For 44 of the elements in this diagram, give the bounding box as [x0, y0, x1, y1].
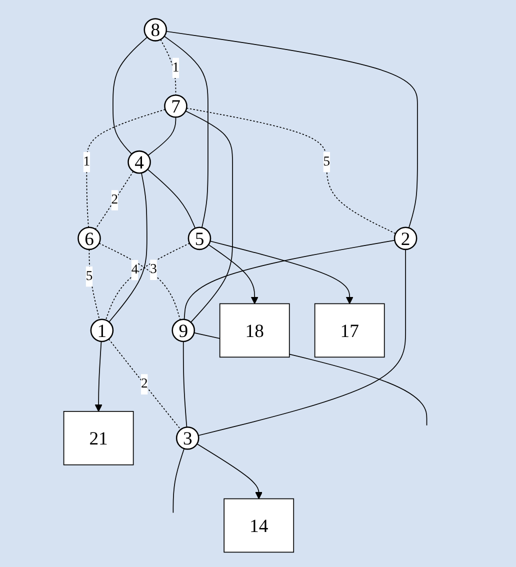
connector [198, 248, 406, 436]
connector [105, 242, 190, 320]
connector [182, 340, 188, 428]
connector [172, 448, 185, 513]
edge-label: 5 [323, 154, 330, 168]
node-box: 21 [63, 410, 134, 465]
connector [98, 242, 181, 320]
connector [164, 35, 208, 228]
edge-label: 5 [86, 268, 93, 283]
node-circle: 6 [78, 226, 101, 250]
edge-label: 2 [140, 376, 148, 391]
node-box: 18 [219, 302, 290, 358]
arrow [208, 244, 258, 304]
edge-label: 1 [83, 154, 90, 168]
connector [108, 172, 148, 322]
arrow [94, 340, 102, 412]
node-circle: 9 [172, 318, 196, 342]
connector [184, 239, 396, 320]
edge-label: 1 [172, 60, 180, 74]
connector [112, 36, 148, 154]
node-box: 17 [314, 302, 385, 358]
connector [108, 338, 182, 430]
connector [186, 107, 396, 234]
connector [185, 110, 233, 322]
node-circle: 8 [144, 18, 168, 41]
connector [86, 108, 166, 228]
connector [160, 38, 176, 95]
arrow [210, 240, 354, 304]
node-circle: 2 [394, 226, 418, 250]
node-circle: 5 [188, 226, 212, 250]
edge-label: 4 [131, 262, 138, 276]
connector [148, 116, 176, 156]
edge-label: 3 [150, 262, 157, 276]
node-circle: 7 [164, 94, 188, 118]
connector [147, 168, 196, 228]
arrow [196, 442, 263, 499]
edge-label: 2 [111, 192, 118, 207]
node-circle: 3 [176, 426, 200, 450]
connector [88, 248, 100, 320]
node-box: 14 [224, 498, 294, 552]
connector [166, 30, 418, 228]
node-circle: 4 [128, 150, 151, 174]
connector [94, 170, 134, 230]
node-circle: 1 [90, 318, 114, 342]
